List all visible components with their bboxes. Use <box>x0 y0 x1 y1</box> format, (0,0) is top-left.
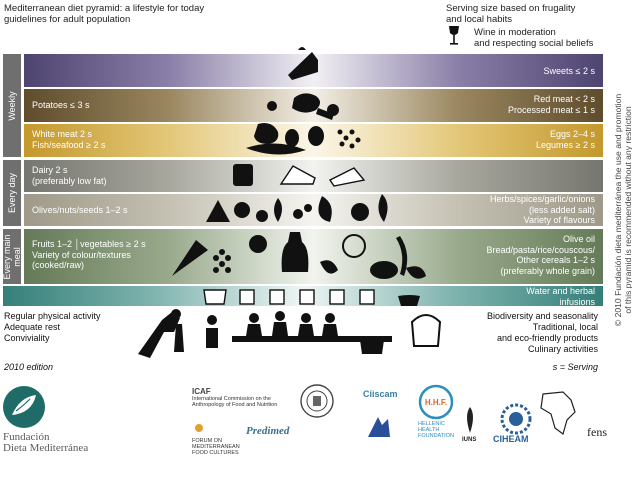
wine-glass-icon <box>449 26 459 45</box>
hhf-logo-text: HELLENIC HEALTH FOUNDATION <box>418 421 454 439</box>
ciheam-logo-icon <box>500 403 532 435</box>
svg-text:H.H.F.: H.H.F. <box>425 398 447 407</box>
forum-logo: FORUM ON MEDITERRANEAN FOOD CULTURES <box>192 420 240 456</box>
fens-logo: fens <box>587 425 607 439</box>
section-every-main-meal: Every main meal <box>2 229 22 284</box>
cake-icon <box>288 47 318 80</box>
forum-sun-icon <box>195 424 203 432</box>
icaf-logo: ICAF International Commission on the Ant… <box>192 387 278 408</box>
fundacion-leaf-logo <box>3 386 45 428</box>
pyramid-title: Mediterranean diet pyramid: a lifestyle … <box>4 3 205 25</box>
iuns-logo: IUNS <box>462 437 477 443</box>
lifestyle-right: Biodiversity and seasonality Traditional… <box>486 311 598 354</box>
wine-note: Wine in moderation and respecting social… <box>474 27 594 49</box>
hhf-logo: H.H.F. <box>418 384 454 420</box>
africa-map-logo <box>540 391 576 436</box>
lifestyle-left: Regular physical activity Adequate rest … <box>4 311 101 343</box>
ciiscam-logo: Ciiscam <box>363 389 398 399</box>
ciheam-logo: CIHEAM <box>493 434 529 444</box>
fundacion-logo-text: Fundación Dieta Mediterránea <box>3 431 89 454</box>
chicken-legume-icon <box>246 123 361 155</box>
fruits-vegetables-icon <box>172 232 426 279</box>
edition-label: 2010 edition <box>4 362 54 372</box>
band-dairy: Dairy 2 s (preferably low fat) <box>24 160 603 192</box>
serving-definition: s = Serving <box>552 362 598 372</box>
band-olives-herbs: Olives/nuts/seeds 1–2 s Herbs/spices/gar… <box>24 194 603 226</box>
serving-note: Serving size based on frugality and loca… <box>446 3 576 25</box>
olives-herbs-icon <box>206 194 388 222</box>
predimed-logo: Predimed <box>246 425 290 437</box>
water-glasses-icon <box>203 289 420 306</box>
band-fruits-cereals: Fruits 1–2 │vegetables ≥ 2 s Variety of … <box>24 229 603 284</box>
university-seal-logo <box>300 384 334 418</box>
harokopio-logo <box>368 417 390 437</box>
iuns-wheat-logo <box>467 407 473 433</box>
section-every-day: Every day <box>3 160 21 226</box>
people-lifestyle-icon <box>138 309 442 358</box>
section-weekly: Weekly <box>3 54 21 157</box>
band-meat: Potatoes ≤ 3 s Red meat < 2 s Processed … <box>24 89 603 122</box>
dairy-icon <box>233 164 366 187</box>
meat-icon <box>267 93 339 120</box>
copyright-notice: © 2010 Fundación dieta mediterránea the … <box>613 93 632 327</box>
